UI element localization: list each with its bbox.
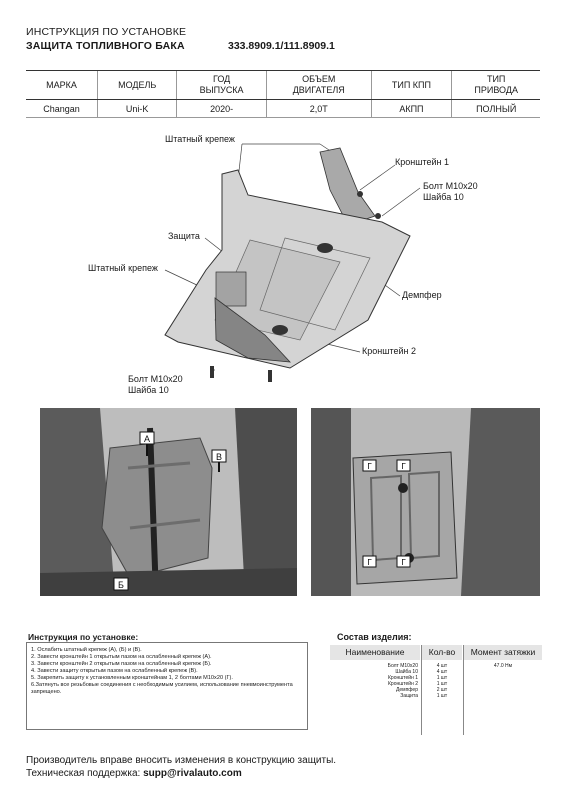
label-bolt-bottom-1: Болт M10x20 (128, 374, 183, 384)
spec-value-row: Changan Uni-K 2020- 2,0T АКПП ПОЛНЫЙ (26, 99, 540, 118)
bracket2-shape (214, 297, 292, 363)
instruction-step: 6.Затянуть все резьбовые соединения с не… (31, 682, 293, 695)
marker-v (211, 449, 227, 472)
footer-disclaimer: Производитель вправе вносить изменения в… (26, 755, 337, 766)
marker-a (139, 431, 155, 456)
label-bracket1: Кронштейн 1 (395, 157, 449, 167)
marker-a-label: А (144, 434, 150, 444)
label-bolt-top-2: Шайба 10 (423, 192, 464, 202)
photo-before-svg: А В Б (40, 408, 297, 596)
marker-b-label: Б (118, 580, 124, 590)
label-std-fastener-top: Штатный крепеж (165, 134, 235, 144)
composition-qty-value: 4 шт (436, 663, 448, 669)
spec-drive: ПОЛНЫЙ (451, 99, 540, 118)
support-label: Техническая поддержка: (26, 768, 141, 779)
marker-g-3-label: Г (367, 558, 372, 567)
composition-header-qty: Кол-во (422, 645, 462, 660)
composition-qty-value: 1 шт (436, 693, 448, 699)
label-bolt-bottom-2: Шайба 10 (128, 385, 169, 395)
instruction-step: 5. Закрепить защиту к установленным крон… (31, 675, 233, 681)
header-title-line2: ЗАЩИТА ТОПЛИВНОГО БАКА (26, 40, 185, 52)
label-damper: Демпфер (402, 290, 442, 300)
assembly-drawing-svg (164, 143, 421, 382)
instructions-box: 1. Ослабить штатный крепеж (А), (Б) и (В… (26, 642, 308, 730)
assembly-drawing: Штатный крепеж Кронштейн 1 Болт M10x20 Ш… (88, 130, 480, 400)
footer-support: Техническая поддержка: supp@rivalauto.co… (26, 768, 242, 779)
label-std-fastener-mid: Штатный крепеж (88, 263, 158, 273)
composition-name: Защита (400, 693, 418, 699)
marker-v-label: В (216, 452, 222, 462)
composition-header-torque: Момент затяжки (464, 645, 542, 660)
marker-g-2-label: Г (401, 462, 406, 471)
guard-shape (164, 169, 411, 369)
spec-engine: 2,0T (265, 99, 371, 118)
composition-qty: 4 шт 4 шт 1 шт 1 шт 2 шт 1 шт (422, 663, 462, 699)
spec-header-gearbox: ТИП КПП (370, 70, 452, 100)
spec-header-brand: МАРКА (26, 70, 98, 100)
composition-torque-value: 47.0 Нм (493, 663, 513, 669)
composition-qty-value: 1 шт (436, 675, 448, 681)
photo-after-svg: Г Г Г Г (311, 408, 540, 596)
spec-gearbox: АКПП (370, 99, 452, 118)
composition-table: Наименование Кол-во Момент затяжки Болт … (330, 645, 542, 735)
composition-name: Демпфер (396, 687, 418, 693)
spec-header-model: МОДЕЛЬ (97, 70, 177, 100)
composition-name: Кронштейн 1 (388, 675, 418, 681)
composition-name: Болт M10x20 (387, 663, 418, 669)
header-title-line1: ИНСТРУКЦИЯ ПО УСТАНОВКЕ (26, 26, 187, 38)
composition-torque: 47.0 Нм (464, 663, 542, 669)
composition-divider (463, 645, 464, 735)
composition-divider (421, 645, 422, 735)
photo-after-installation: Г Г Г Г (311, 408, 565, 596)
composition-qty-value: 2 шт (436, 687, 448, 693)
damper-shapes (272, 243, 333, 335)
photo-before-installation: А В Б (40, 408, 297, 596)
marker-g-2 (396, 459, 411, 472)
support-email-link[interactable]: supp@rivalauto.com (143, 768, 242, 779)
composition-name: Шайба 10 (395, 669, 418, 675)
spec-brand: Changan (26, 99, 98, 118)
spec-year: 2020- (176, 99, 267, 118)
marker-g-4 (396, 555, 411, 568)
marker-g-1 (362, 459, 377, 472)
spec-model: Uni-K (97, 99, 177, 118)
marker-b (113, 577, 129, 591)
label-bracket2: Кронштейн 2 (362, 346, 416, 356)
label-guard: Защита (168, 231, 200, 241)
composition-qty-value: 4 шт (436, 669, 448, 675)
composition-names: Болт M10x20 Шайба 10 Кронштейн 1 Кронште… (382, 663, 418, 699)
instruction-step: 4. Завести защиту открытым пазом на осла… (31, 668, 198, 674)
article-code: 333.8909.1/111.8909.1 (228, 40, 335, 52)
composition-name: Кронштейн 2 (388, 681, 418, 687)
marker-g-4-label: Г (401, 558, 406, 567)
instructions-title: Инструкция по установке: (28, 632, 139, 642)
marker-g-3 (362, 555, 377, 568)
instruction-step: 2. Завести кронштейн 1 открытым пазом на… (31, 654, 212, 660)
bolt-shapes (210, 191, 381, 382)
label-bolt-top-1: Болт M10x20 (423, 181, 478, 191)
instruction-step: 3. Завести кронштейн 2 открытым пазом на… (31, 661, 212, 667)
composition-title: Состав изделия: (337, 632, 412, 642)
composition-qty-value: 1 шт (436, 681, 448, 687)
composition-header-name: Наименование (330, 645, 420, 660)
instruction-step: 1. Ослабить штатный крепеж (А), (Б) и (В… (31, 647, 142, 653)
marker-g-1-label: Г (367, 462, 372, 471)
